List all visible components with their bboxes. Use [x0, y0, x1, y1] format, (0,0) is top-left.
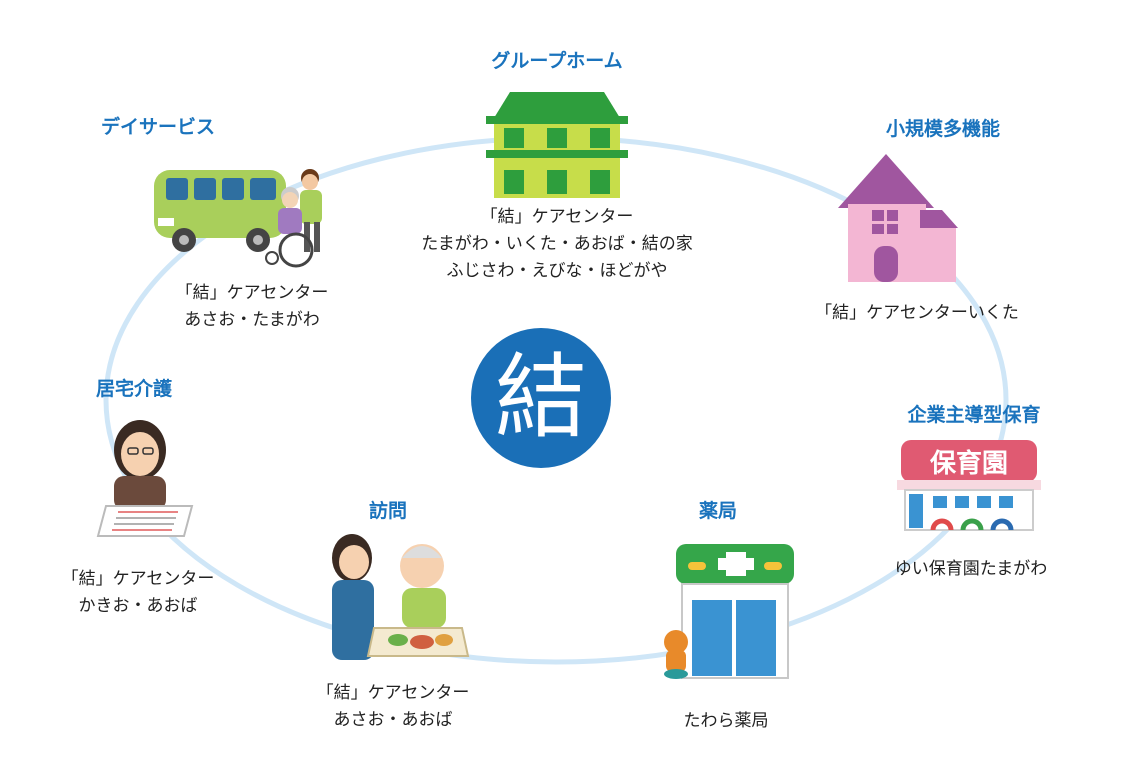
desc-line: かきお・あおば	[78, 596, 198, 616]
desc-group-home: 「結」ケアセンター たまがわ・いくた・あおば・結の家 ふじさわ・えびな・ほどがや	[421, 204, 693, 285]
title-nursery: 企業主導型保育	[907, 404, 1041, 426]
house-icon	[838, 154, 958, 282]
desc-line: ふじさわ・えびな・ほどがや	[446, 261, 668, 281]
center-yui-badge: 結	[471, 328, 611, 468]
desc-line: 「結」ケアセンター	[316, 683, 470, 703]
title-day-service: デイサービス	[100, 116, 216, 138]
title-group-home: グループホーム	[491, 50, 623, 72]
desc-line: たわら薬局	[683, 711, 769, 731]
desc-day-service: 「結」ケアセンター あさお・たまがわ	[176, 280, 329, 334]
desc-line: ゆい保育園たまがわ	[894, 559, 1048, 579]
nursery-sign-text: 保育園	[929, 448, 1008, 479]
desc-line: たまがわ・いくた・あおば・結の家	[421, 234, 693, 254]
desc-home-care: 「結」ケアセンター かきお・あおば	[62, 566, 215, 620]
title-visit: 訪問	[368, 500, 408, 522]
desc-line: 「結」ケアセンターいくた	[815, 303, 1019, 323]
group-home-building-icon	[486, 92, 628, 198]
desc-nursery: ゆい保育園たまがわ	[895, 556, 1048, 583]
desc-line: 「結」ケアセンター	[61, 569, 215, 589]
title-small-multi: 小規模多機能	[885, 118, 1001, 140]
nursery-school-icon: 保育園	[897, 440, 1041, 531]
desc-line: あさお・あおば	[333, 710, 453, 730]
desc-line: 「結」ケアセンター	[175, 283, 329, 303]
desc-line: 「結」ケアセンター	[480, 207, 634, 227]
day-service-van-icon	[154, 169, 322, 268]
home-visit-care-icon	[332, 534, 470, 660]
desc-pharmacy: たわら薬局	[684, 708, 769, 735]
pharmacy-icon	[664, 544, 794, 679]
desc-small-multi: 「結」ケアセンターいくた	[815, 300, 1019, 327]
desc-visit: 「結」ケアセンター あさお・あおば	[317, 680, 470, 734]
desc-line: あさお・たまがわ	[184, 310, 320, 330]
care-manager-icon	[96, 420, 194, 537]
title-home-care: 居宅介護	[95, 378, 173, 400]
title-pharmacy: 薬局	[698, 500, 738, 522]
